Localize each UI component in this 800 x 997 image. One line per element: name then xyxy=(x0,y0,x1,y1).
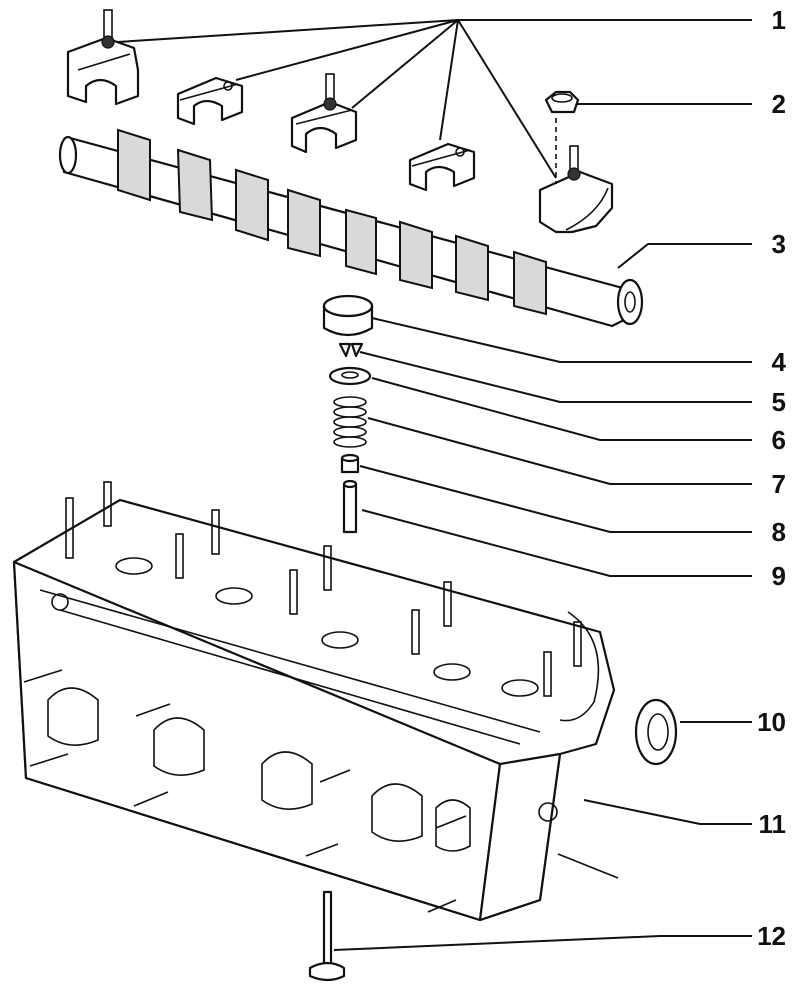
nut xyxy=(544,90,580,114)
camshaft xyxy=(58,128,644,328)
leader-7 xyxy=(367,417,752,485)
leader-1b xyxy=(235,19,459,81)
callout-7: 7 xyxy=(771,469,786,499)
bearing-cap-2 xyxy=(176,76,244,126)
bucket-tappet xyxy=(322,294,374,337)
leader-12 xyxy=(333,935,752,951)
callout-6: 6 xyxy=(771,425,786,455)
bearing-cap-1 xyxy=(66,9,140,106)
leader-lines xyxy=(117,19,752,951)
leader-5 xyxy=(359,351,752,403)
leader-3 xyxy=(617,243,752,269)
callout-1: 1 xyxy=(771,5,786,35)
leader-4 xyxy=(371,317,752,363)
bearing-cap-3 xyxy=(290,73,358,154)
head-studs xyxy=(23,481,619,913)
callout-11: 11 xyxy=(758,809,787,839)
callout-12: 12 xyxy=(757,921,786,951)
leader-8 xyxy=(359,465,752,533)
valve xyxy=(308,890,346,982)
valve-stem-seal xyxy=(340,453,360,474)
callout-4: 4 xyxy=(771,347,786,377)
bearing-cap-5 xyxy=(538,118,614,234)
spring-retainer xyxy=(328,366,372,386)
oil-seal xyxy=(634,698,678,766)
callout-5: 5 xyxy=(771,387,786,417)
callout-10: 10 xyxy=(757,707,786,737)
bearing-cap-4 xyxy=(408,142,476,192)
callout-2: 2 xyxy=(771,89,786,119)
valve-spring xyxy=(333,396,367,448)
leader-1c xyxy=(351,19,459,109)
callout-9: 9 xyxy=(771,561,786,591)
leader-6 xyxy=(371,377,752,441)
valve-guide xyxy=(342,479,358,534)
leader-11 xyxy=(583,799,752,825)
callout-3: 3 xyxy=(771,229,786,259)
callout-8: 8 xyxy=(771,517,786,547)
leader-9 xyxy=(361,509,752,577)
leader-1d xyxy=(439,19,459,141)
leader-1e xyxy=(457,19,557,179)
valve-collets xyxy=(338,342,364,358)
cylinder-head xyxy=(12,498,616,922)
